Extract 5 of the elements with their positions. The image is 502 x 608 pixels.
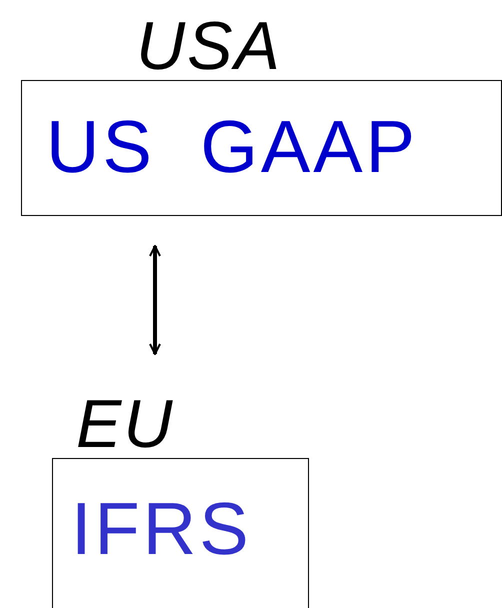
region-heading: USA bbox=[136, 12, 282, 80]
standard-name: IFRS bbox=[71, 489, 252, 569]
region-heading: EU bbox=[76, 390, 174, 458]
double-arrow bbox=[149, 245, 161, 355]
standard-name: US GAAP bbox=[46, 107, 418, 187]
